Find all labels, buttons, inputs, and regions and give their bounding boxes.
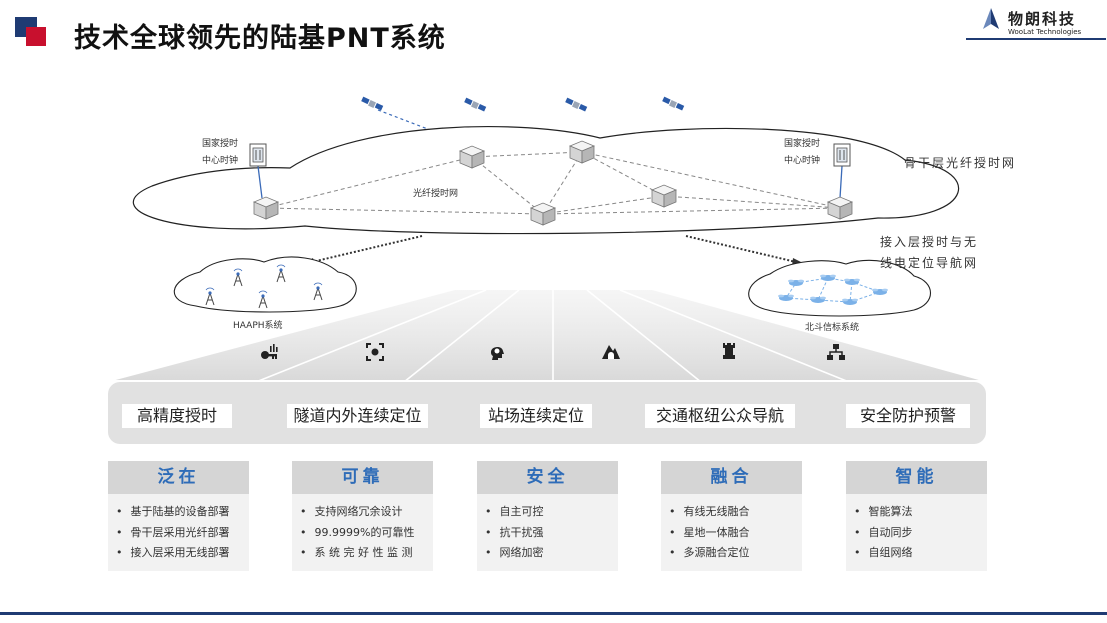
backbone-layer-label: 骨干层光纤授时网	[904, 156, 1017, 170]
left-clock-label-2: 中心时钟	[202, 156, 239, 166]
company-name-en: WooLat Technologies	[1008, 28, 1082, 36]
header-underline	[966, 38, 1106, 40]
fiber-network-label: 光纤授时网	[413, 189, 459, 199]
scenario-tunnel-positioning: 隧道内外连续定位	[287, 404, 428, 428]
haaph-system-label: HAAPH系统	[233, 321, 283, 331]
focus-target-icon	[366, 343, 384, 361]
coverage-fan	[115, 290, 979, 380]
feature-item: 抗干扰强	[485, 523, 618, 544]
feature-item: 自主可控	[485, 502, 618, 523]
feature-card-intelligent: 智能 智能算法 自动同步 自组网络	[846, 461, 987, 571]
mountain-tunnel-icon	[602, 345, 620, 359]
feature-item: 网络加密	[485, 543, 618, 564]
feature-title: 泛在	[108, 461, 249, 494]
feature-item: 自动同步	[854, 523, 987, 544]
feature-item: 智能算法	[854, 502, 987, 523]
feature-title: 可靠	[292, 461, 433, 494]
scenario-station-positioning: 站场连续定位	[480, 404, 592, 428]
feature-card-reliable: 可靠 支持网络冗余设计 99.9999%的可靠性 系 统 完 好 性 监 测	[292, 461, 433, 571]
scenario-high-precision-timing: 高精度授时	[122, 404, 232, 428]
feature-item: 系 统 完 好 性 监 测	[300, 543, 433, 564]
feature-title: 安全	[477, 461, 618, 494]
haaph-cloud	[173, 256, 357, 313]
feature-item: 支持网络冗余设计	[300, 502, 433, 523]
feature-card-secure: 安全 自主可控 抗干扰强 网络加密	[477, 461, 618, 571]
beidou-system-label: 北斗信标系统	[805, 323, 860, 333]
right-clock-label-2: 中心时钟	[784, 156, 821, 166]
backbone-cloud	[132, 125, 960, 235]
chess-rook-icon	[723, 343, 735, 359]
page-title: 技术全球领先的陆基PNT系统	[74, 23, 446, 54]
feature-title: 智能	[846, 461, 987, 494]
access-layer-label-2: 线电定位导航网	[880, 256, 979, 270]
feature-item: 接入层采用无线部署	[116, 543, 249, 564]
feature-item: 99.9999%的可靠性	[300, 523, 433, 544]
beidou-cloud	[748, 259, 931, 317]
feature-item: 自组网络	[854, 543, 987, 564]
left-clock-label-1: 国家授时	[202, 139, 239, 149]
feature-card-ubiquitous: 泛在 基于陆基的设备部署 骨干层采用光纤部署 接入层采用无线部署	[108, 461, 249, 571]
feature-item: 星地一体融合	[669, 523, 802, 544]
footer-rule	[0, 612, 1107, 615]
scenario-hub-navigation: 交通枢纽公众导航	[645, 404, 795, 428]
right-clock-label-1: 国家授时	[784, 139, 821, 149]
company-name-cn: 物朗科技	[1008, 10, 1077, 28]
pnt-network-diagram	[115, 96, 979, 380]
feature-item: 多源融合定位	[669, 543, 802, 564]
company-logo-icon	[983, 8, 999, 29]
key-signal-icon	[261, 344, 278, 359]
brand-mark-red-square	[26, 27, 46, 46]
feature-item: 骨干层采用光纤部署	[116, 523, 249, 544]
feature-item: 基于陆基的设备部署	[116, 502, 249, 523]
access-layer-label-1: 接入层授时与无	[880, 235, 979, 249]
head-gear-icon	[491, 346, 504, 360]
feature-card-fusion: 融合 有线无线融合 星地一体融合 多源融合定位	[661, 461, 802, 571]
feature-title: 融合	[661, 461, 802, 494]
network-nodes-icon	[827, 344, 845, 360]
brand-mark	[15, 17, 47, 47]
scenario-safety-warning: 安全防护预警	[846, 404, 970, 428]
feature-item: 有线无线融合	[669, 502, 802, 523]
